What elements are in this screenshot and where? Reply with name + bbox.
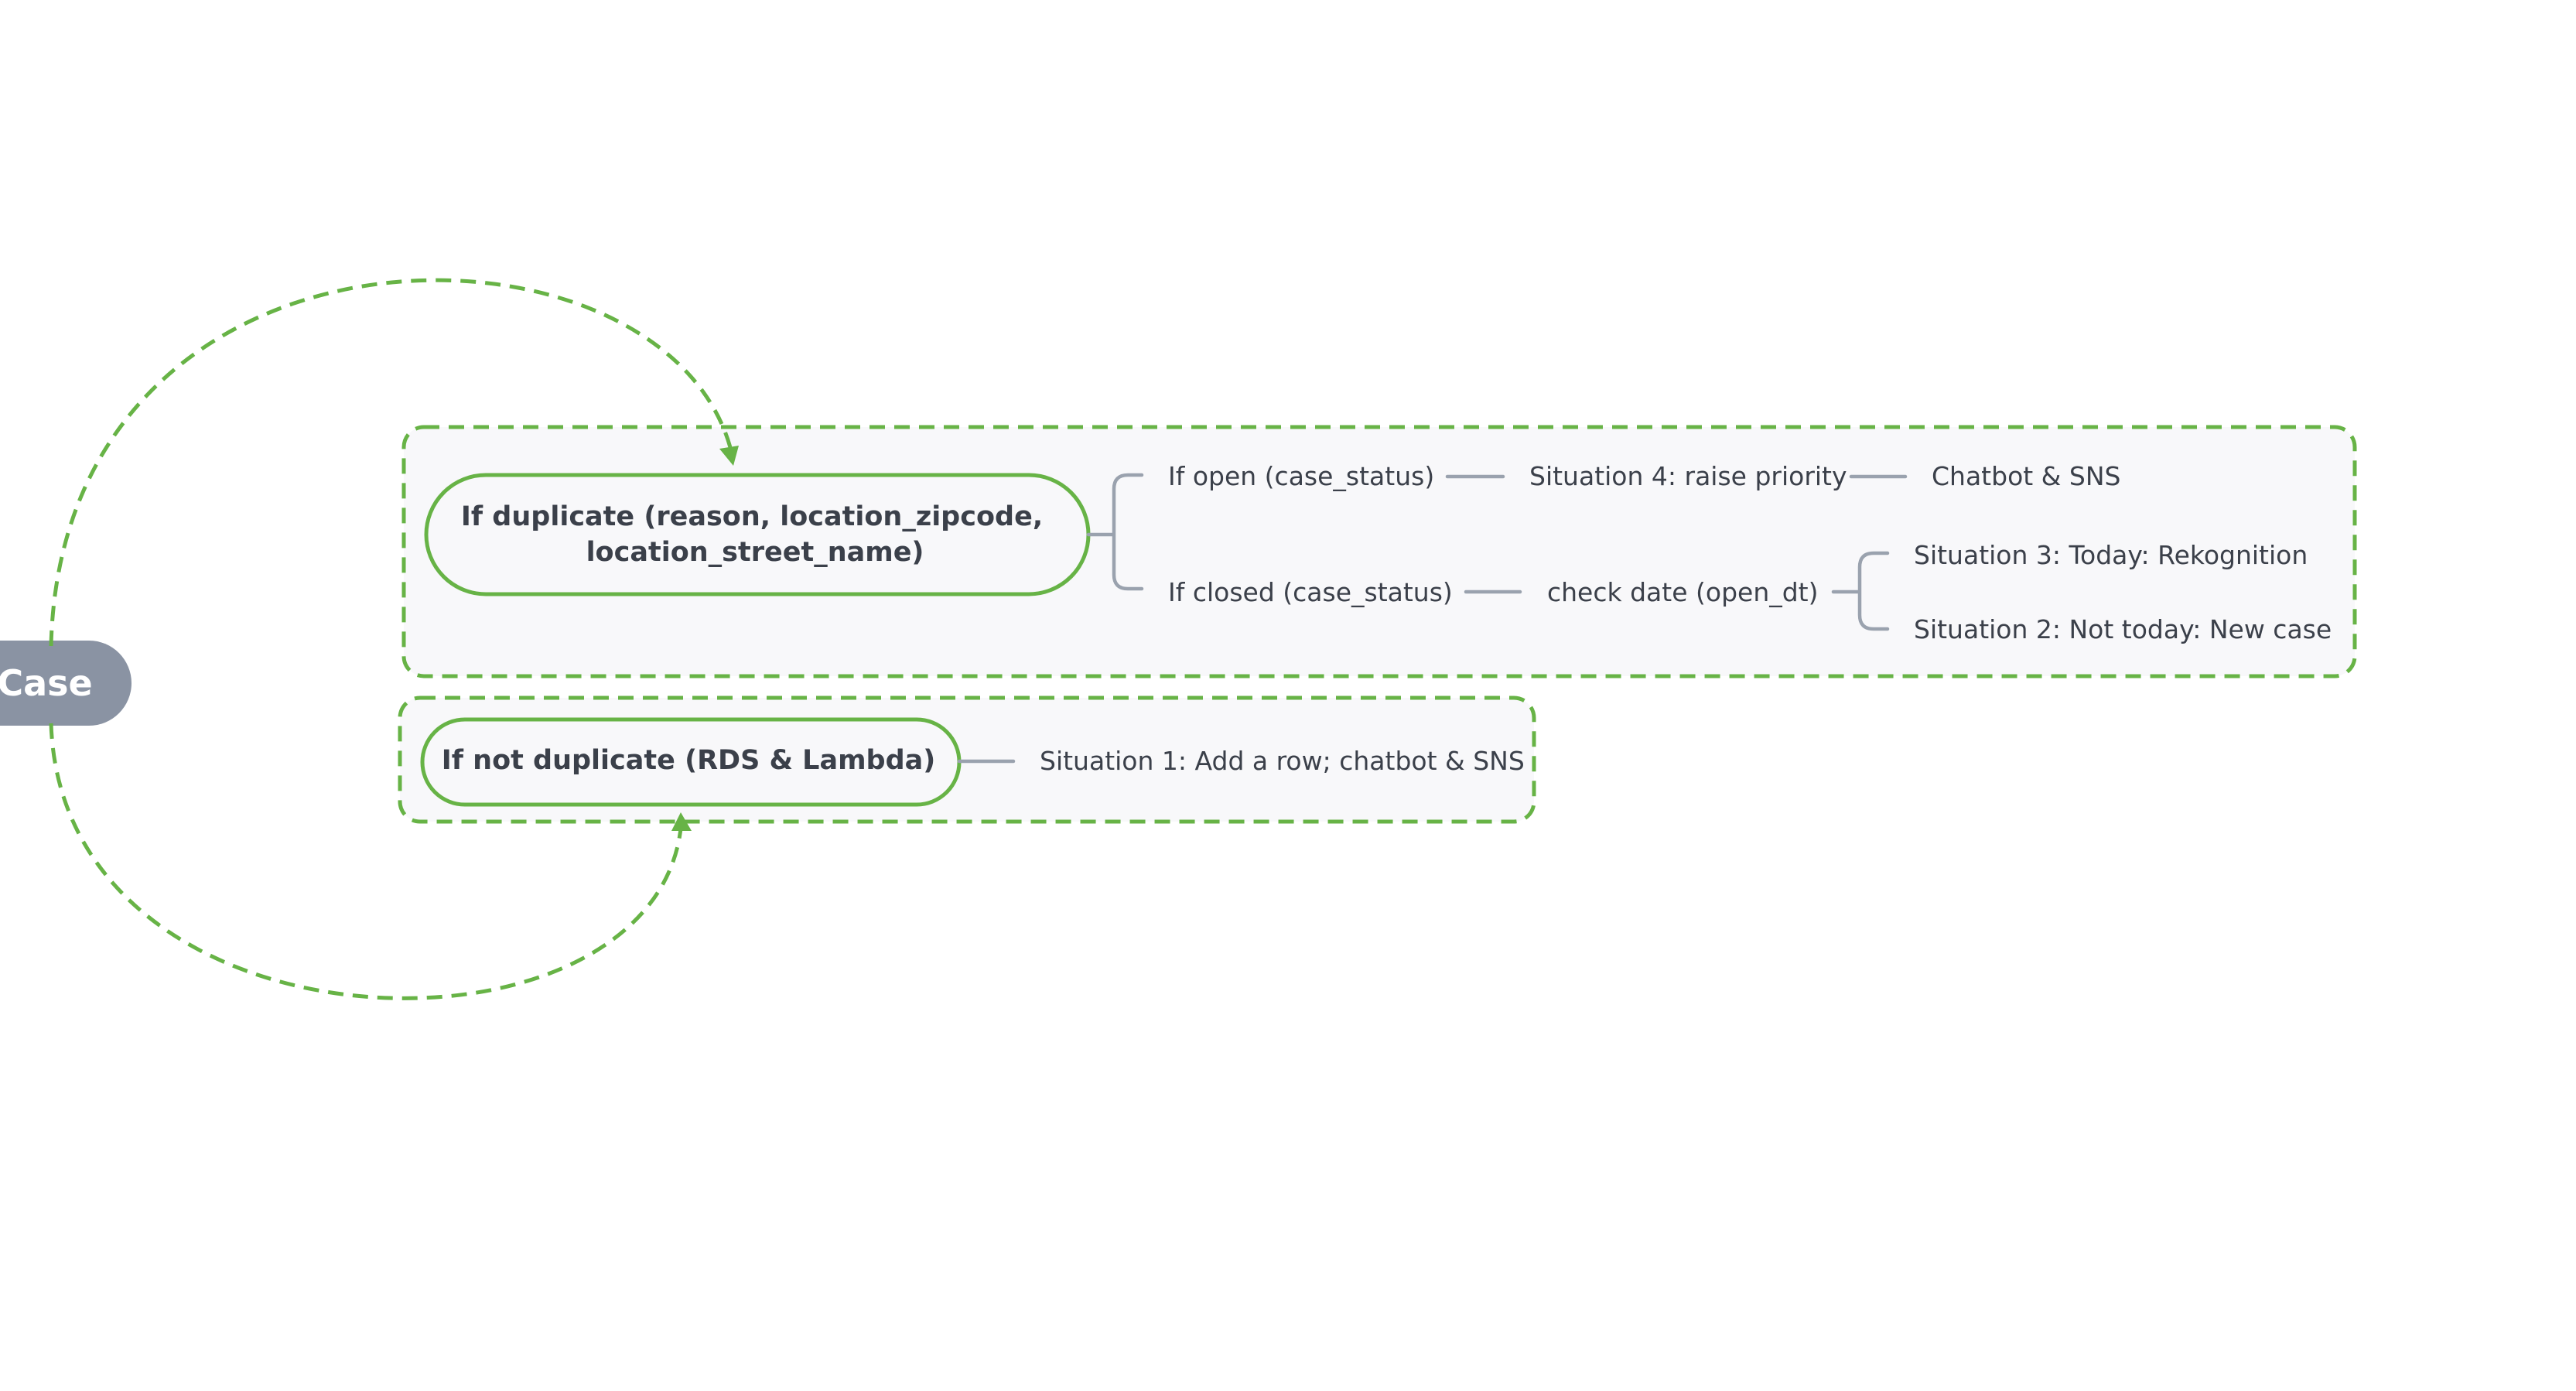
if-closed-label[interactable]: If closed (case_status) — [1168, 577, 1453, 607]
not-duplicate-topic-label: If not duplicate (RDS & Lambda) — [442, 745, 936, 776]
root-topic-shape — [0, 641, 132, 726]
connector-check-bracket — [1831, 551, 1890, 631]
root-topic-label: Case — [0, 662, 93, 704]
not-duplicate-topic[interactable]: If not duplicate (RDS & Lambda) — [420, 717, 962, 807]
duplicate-topic[interactable]: If duplicate (reason, location_zipcode, … — [424, 473, 1091, 596]
duplicate-topic-shape — [424, 473, 1091, 596]
situation-2-label[interactable]: Situation 2: Not today: New case — [1914, 614, 2332, 644]
relationship-to-not-duplicate[interactable] — [49, 723, 684, 1000]
chatbot-sns-label[interactable]: Chatbot & SNS — [1932, 461, 2121, 491]
situation-1-label[interactable]: Situation 1: Add a row; chatbot & SNS — [1040, 746, 1525, 776]
connector-duplicate-bracket — [1086, 473, 1144, 591]
relationship-arrowhead-not-duplicate — [671, 812, 692, 831]
root-topic[interactable]: Case — [0, 641, 132, 726]
situation-3-label[interactable]: Situation 3: Today: Rekognition — [1914, 540, 2308, 570]
relationship-arrowhead-duplicate — [719, 446, 739, 466]
relationship-to-duplicate[interactable] — [49, 278, 733, 647]
check-date-label[interactable]: check date (open_dt) — [1547, 577, 1819, 607]
if-open-label[interactable]: If open (case_status) — [1168, 461, 1434, 491]
duplicate-topic-label-line2: location_street_name) — [586, 537, 924, 568]
duplicate-topic-label-line1: If duplicate (reason, location_zipcode, — [461, 501, 1043, 532]
situation-4-label[interactable]: Situation 4: raise priority — [1529, 461, 1847, 491]
